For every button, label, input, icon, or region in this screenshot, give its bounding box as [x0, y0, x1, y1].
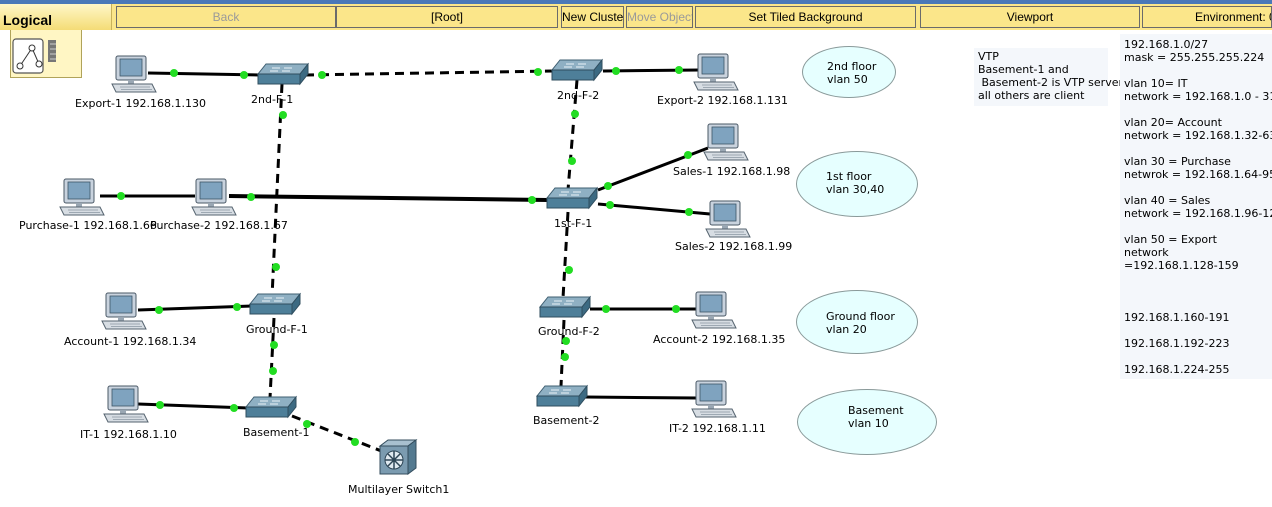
device-label-sales1[interactable]: Sales-1 192.168.1.98	[673, 165, 791, 178]
device-label-1stf1[interactable]: 1st-F-1	[554, 217, 593, 230]
floor-2nd-title: 2nd floor	[827, 60, 877, 73]
device-label-account1[interactable]: Account-1 192.168.1.34	[64, 335, 197, 348]
floor-note-2nd[interactable]: 2nd floor vlan 50	[802, 46, 896, 98]
switch-basement1-icon	[245, 396, 297, 418]
set-tiled-background-button[interactable]: Set Tiled Background	[695, 6, 916, 28]
vtp-note[interactable]: VTP Basement-1 and Basement-2 is VTP ser…	[974, 48, 1123, 106]
device-label-basement1[interactable]: Basement-1	[243, 426, 310, 439]
device-label-it2[interactable]: IT-2 192.168.1.11	[669, 422, 766, 435]
spare-range-2[interactable]: 192.168.1.192-223	[1124, 337, 1230, 350]
switch-groundf1-icon	[249, 293, 301, 315]
multilayer-switch-icon	[379, 439, 417, 475]
floor-1st-vlan: vlan 30,40	[826, 183, 885, 196]
link-basement2-it2	[584, 395, 698, 400]
viewport-button[interactable]: Viewport	[920, 6, 1140, 28]
device-label-export2[interactable]: Export-2 192.168.1.131	[657, 94, 788, 107]
pc-export2-icon	[693, 53, 739, 91]
device-label-purchase2[interactable]: Purchase-2 192.168.1.67	[150, 219, 288, 232]
device-label-purchase1[interactable]: Purchase-1 192.168.1.66	[19, 219, 157, 232]
move-object-button[interactable]: Move Object	[626, 6, 693, 28]
floor-note-basement[interactable]: Basement vlan 10	[797, 389, 937, 455]
ip-plan-panel	[1120, 34, 1272, 379]
link-2ndf1-2ndf2	[304, 69, 554, 77]
link-1stf1-sales2	[597, 202, 711, 216]
device-label-export1[interactable]: Export-1 192.168.1.130	[75, 97, 206, 110]
floor-ground-vlan: vlan 20	[826, 323, 867, 336]
link-groundf2-basement2	[559, 319, 566, 387]
floor-2nd-vlan: vlan 50	[827, 73, 868, 86]
switch-2ndf2-icon	[551, 59, 603, 81]
switch-groundf2-icon	[539, 296, 591, 318]
pc-it2-icon	[691, 380, 737, 418]
device-label-basement2[interactable]: Basement-2	[533, 414, 600, 427]
device-label-multilayer[interactable]: Multilayer Switch1	[348, 483, 450, 496]
link-purchase2-1stf1	[228, 194, 549, 202]
pc-sales1-icon	[703, 123, 749, 161]
floor-ground-title: Ground floor	[826, 310, 895, 323]
link-groundf1-basement1	[268, 317, 276, 399]
pc-account2-icon	[691, 291, 737, 329]
ip-plan-note[interactable]: 192.168.1.0/27 mask = 255.255.255.224 vl…	[1124, 38, 1272, 272]
link-2ndf1-groundf1	[270, 83, 284, 298]
logical-tab[interactable]: Logical	[0, 4, 112, 30]
device-label-groundf2[interactable]: Ground-F-2	[538, 325, 600, 338]
device-label-sales2[interactable]: Sales-2 192.168.1.99	[675, 240, 793, 253]
spare-range-1[interactable]: 192.168.1.160-191	[1124, 311, 1230, 324]
cluster-navigation-icon[interactable]	[12, 38, 56, 76]
back-button[interactable]: Back	[116, 6, 336, 28]
pc-sales2-icon	[705, 200, 751, 238]
device-label-2ndf2[interactable]: 2nd-F-2	[557, 89, 600, 102]
environment-button[interactable]: Environment: 08	[1142, 6, 1272, 28]
pc-purchase1-icon	[59, 178, 105, 216]
floor-basement-title: Basement	[848, 404, 904, 417]
floor-note-1st[interactable]: 1st floor vlan 30,40	[796, 151, 918, 217]
spare-range-3[interactable]: 192.168.1.224-255	[1124, 363, 1230, 376]
device-label-groundf1[interactable]: Ground-F-1	[246, 323, 308, 336]
window-top-strip	[0, 0, 1272, 4]
floor-note-ground[interactable]: Ground floor vlan 20	[796, 290, 918, 354]
switch-2ndf1-icon	[257, 63, 309, 85]
device-label-account2[interactable]: Account-2 192.168.1.35	[653, 333, 786, 346]
link-status-lights	[117, 66, 693, 446]
switch-1stf1-icon	[546, 187, 598, 209]
link-2ndf2-1stf1	[566, 79, 579, 191]
floor-1st-title: 1st floor	[826, 170, 872, 183]
floor-basement-vlan: vlan 10	[848, 417, 889, 430]
device-label-2ndf1[interactable]: 2nd-F-1	[251, 93, 294, 106]
switch-basement2-icon	[536, 385, 588, 407]
device-label-it1[interactable]: IT-1 192.168.1.10	[80, 428, 177, 441]
new-cluster-button[interactable]: New Cluster	[561, 6, 624, 28]
root-button[interactable]: [Root]	[336, 6, 558, 28]
